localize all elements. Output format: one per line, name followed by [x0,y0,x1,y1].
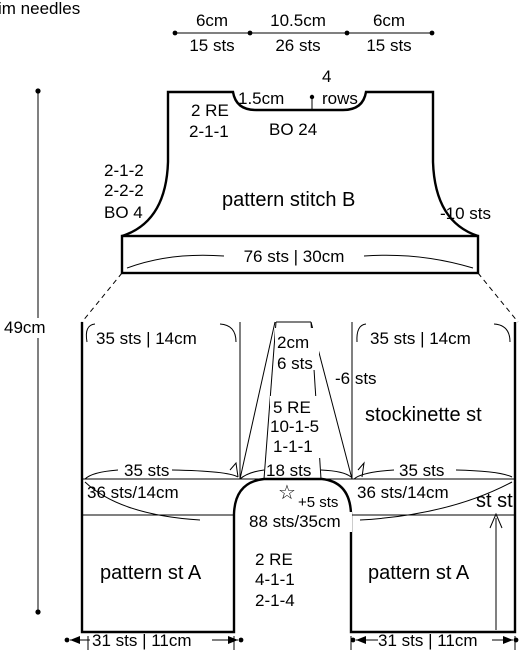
decrease-mark-left [229,461,239,478]
total-width-label: 88 sts/35cm [249,512,341,531]
leg-right-label: pattern st A [368,562,470,584]
total-width-bg [246,512,352,532]
width-bracket-right [359,481,513,521]
armhole-left-line3: BO 4 [104,203,143,222]
height-measure-group: 49cm [2,88,62,615]
top-left-sts: 15 sts [189,36,234,55]
top-right-sts: 15 sts [366,36,411,55]
bottom-left-label: 31 sts | 11cm [92,631,192,650]
neck-rows-dot [309,94,315,100]
gusset-shaping-line3: 1-1-1 [273,437,313,456]
height-label-bg [2,318,62,338]
top-measurement-group: 6cm 15 sts 10.5cm 26 sts 6cm 15 sts [172,11,435,55]
body-stitch-label: stockinette st [365,404,482,426]
bottom-dot-4 [513,637,519,643]
bottom-left-arrowhead-a [70,636,80,644]
measure-dot-1 [172,30,178,36]
neck-left-line2: 2-1-1 [189,122,229,141]
gusset-left-outer [239,321,276,480]
bottom-left-arrowhead-b [228,636,238,644]
row-left-bracket-a [84,469,119,480]
top-right-label: 35 sts | 14cm [370,329,471,348]
row-right-label: 35 sts [399,461,444,480]
bottom-right-arrowhead-a [356,636,366,644]
gusset-top-line2: 6 sts [277,354,313,373]
bind-off-label: BO 24 [269,120,317,139]
armhole-left-line1: 2-1-2 [104,161,144,180]
star-marker: ☆ [278,482,296,504]
top-right-bracket-a [356,323,367,343]
waist-left-label: 36 sts/14cm [87,483,179,502]
gusset-shaping-bg [270,396,322,458]
row-left-label: 35 sts [124,461,169,480]
crotch-line3: 2-1-4 [255,591,295,610]
band-label: 76 sts | 30cm [244,247,345,266]
gusset-top-line1: 2cm [277,333,309,352]
row-right-bracket-a [353,469,395,480]
waist-right-label: 36 sts/14cm [357,483,449,502]
measure-dot-3 [344,30,350,36]
bottom-measurement-group: 31 sts | 11cm 31 sts | 11cm [64,631,519,650]
band-bracket-right [363,254,474,269]
height-dot-top [35,88,41,94]
neck-rows-line1: 4 [322,67,331,86]
bottom-right-arrowhead-b [503,636,513,644]
waist-plus-label: +5 sts [298,494,338,511]
gusset-decrease: -6 sts [335,369,377,388]
bottom-dot-1 [64,637,70,643]
header-text: im needles [0,0,80,18]
body-piece: 35 sts | 14cm 35 sts | 14cm 2cm 6 sts -6… [80,321,517,634]
measure-dot-2 [247,30,253,36]
row-right-bracket-b [455,469,513,478]
top-left-bracket-a [85,323,96,343]
row-center-bracket-a [239,469,265,480]
gusset-label-bg [275,328,319,370]
top-center-cm: 10.5cm [270,11,326,30]
dash-connector-right [477,272,519,323]
decrease-mark-right [357,461,365,478]
yoke-band [120,234,480,275]
row-left-bracket-b [171,469,239,478]
row-center-label: 18 sts [266,461,311,480]
neck-left-line1: 2 RE [191,101,229,120]
yoke-piece: 2 RE 2-1-1 1.5cm 4 rows BO 24 2-1-2 2-2-… [104,67,491,275]
armhole-right-label: -10 sts [440,204,491,223]
height-label: 49cm [4,318,46,337]
yoke-stitch-label: pattern stitch B [222,189,355,211]
direction-note: st st [476,490,513,512]
yoke-outline [121,90,479,238]
height-dot-bottom [35,609,41,615]
top-right-bracket-b [493,323,511,343]
crotch-line1: 2 RE [255,550,293,569]
neck-rows-line2: rows [322,89,358,108]
crotch-line2: 4-1-1 [255,570,295,589]
bottom-dot-3 [350,637,356,643]
dash-connector-left [81,272,123,323]
top-left-bracket-b [219,323,237,343]
leg-left-label: pattern st A [100,562,202,584]
top-center-sts: 26 sts [275,36,320,55]
top-left-label: 35 sts | 14cm [96,329,197,348]
bottom-right-label: 31 sts | 11cm [378,631,478,650]
gusset-shaping-line2: 10-1-5 [270,417,319,436]
row-center-bracket-b [320,469,352,478]
neck-center-cm: 1.5cm [238,89,284,108]
measure-dot-4 [429,30,435,36]
width-bracket-left [84,481,201,521]
bottom-dot-2 [238,637,244,643]
band-bracket-left [126,254,225,269]
direction-arrow-head [489,512,503,529]
top-right-cm: 6cm [373,11,405,30]
top-left-cm: 6cm [196,11,228,30]
armhole-left-line2: 2-2-2 [104,181,144,200]
gusset-shaping-line1: 5 RE [273,398,311,417]
